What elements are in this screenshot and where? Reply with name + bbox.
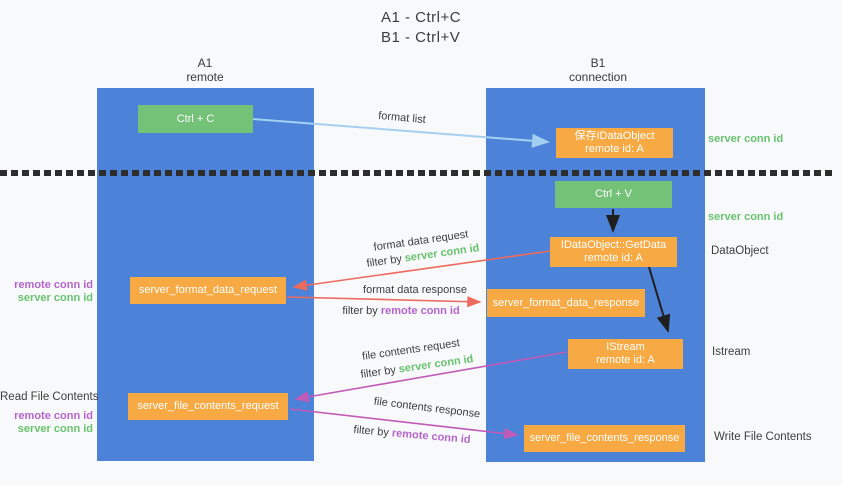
node-save-idataobject-line2: remote id: A — [585, 143, 644, 155]
title-line-1: A1 - Ctrl+C — [380, 9, 462, 26]
node-server-format-data-response: server_format_data_response — [487, 289, 645, 317]
side-label-istream: Istream — [712, 346, 751, 358]
node-istream: IStream remote id: A — [568, 339, 683, 369]
side-label-conn-ids-file: remote conn id server conn id — [0, 410, 93, 436]
lane-header-a1: A1 remote — [130, 56, 280, 84]
node-ctrl-c-label: Ctrl + C — [176, 112, 215, 125]
edge-label-filter-remote-1: filter by remote conn id — [342, 305, 459, 317]
title-line-2: B1 - Ctrl+V — [380, 29, 461, 46]
node-save-idataobject-line1: 保存IDataObject — [574, 130, 655, 142]
arrow-file-contents-request — [294, 351, 568, 403]
side-label-dataobject: DataObject — [711, 245, 769, 257]
lane-a1-subtitle: remote — [186, 70, 224, 84]
side-label-server-conn-id-2: server conn id — [17, 423, 93, 435]
node-format-response-label: server_format_data_response — [492, 296, 640, 309]
side-label-server-conn-id-mid: server conn id — [708, 211, 784, 223]
node-server-format-data-request: server_format_data_request — [130, 277, 286, 304]
arrow-format-data-request — [292, 250, 551, 291]
edge-label-format-data-response: format data response — [363, 284, 467, 296]
node-save-idataobject: 保存IDataObject remote id: A — [556, 128, 673, 158]
filter-prefix: filter by — [342, 305, 381, 317]
lane-b1-name: B1 — [590, 56, 606, 70]
arrow-file-contents-response — [289, 408, 519, 440]
arrow-format-list — [252, 118, 550, 148]
separator-dotted-line — [0, 170, 836, 176]
diagram-title: A1 - Ctrl+C B1 - Ctrl+V — [0, 8, 842, 48]
lane-a1-name: A1 — [197, 56, 213, 70]
lane-b1-subtitle: connection — [568, 70, 628, 84]
side-label-remote-conn-id-2: remote conn id — [14, 410, 93, 422]
node-format-request-label: server_format_data_request — [138, 284, 278, 296]
side-label-read-file-contents: Read File Contents — [0, 391, 99, 403]
side-label-server-conn-id-1: server conn id — [17, 292, 93, 304]
node-getdata-line1: IDataObject::GetData — [560, 239, 667, 251]
arrow-getdata-to-istream — [648, 266, 671, 333]
node-ctrl-v-label: Ctrl + V — [595, 188, 632, 200]
lane-header-b1: B1 connection — [523, 56, 673, 84]
filter-remote-conn-id: remote conn id — [380, 305, 460, 317]
node-getdata-line2: remote id: A — [584, 252, 643, 264]
side-label-server-conn-id-top: server conn id — [708, 133, 784, 145]
node-idataobject-getdata: IDataObject::GetData remote id: A — [550, 237, 677, 267]
node-istream-line2: remote id: A — [596, 354, 655, 366]
arrow-format-data-response — [286, 296, 482, 308]
node-file-request-label: server_file_contents_request — [137, 400, 279, 412]
node-server-file-contents-response: server_file_contents_response — [524, 425, 685, 452]
node-server-file-contents-request: server_file_contents_request — [128, 393, 288, 420]
node-ctrl-v: Ctrl + V — [555, 181, 672, 208]
node-istream-line1: IStream — [606, 341, 645, 353]
node-ctrl-c: Ctrl + C — [138, 105, 253, 133]
side-label-conn-ids-format: remote conn id server conn id — [0, 279, 93, 305]
node-file-response-label: server_file_contents_response — [529, 432, 680, 444]
side-label-remote-conn-id-1: remote conn id — [14, 279, 93, 291]
side-label-write-file-contents: Write File Contents — [714, 431, 812, 443]
